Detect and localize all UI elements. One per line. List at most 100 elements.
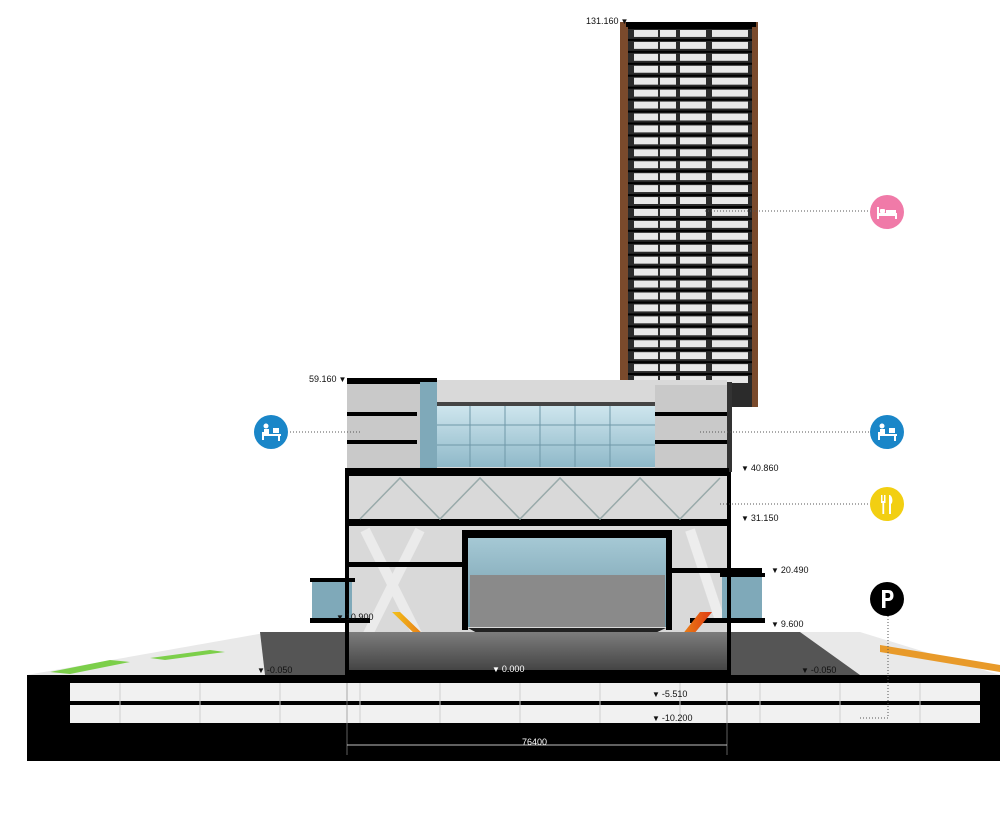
level-label-10: ▼10.900 <box>336 612 374 622</box>
tower-floor-slab <box>628 122 752 125</box>
tower-room <box>680 292 706 300</box>
tower-room <box>660 232 676 240</box>
level-label-9: ▼9.600 <box>771 619 804 629</box>
tower-room <box>634 101 658 109</box>
tower-room <box>680 89 706 97</box>
tower-floor-slab <box>628 182 752 185</box>
tower-room <box>660 113 676 121</box>
tower-room <box>680 125 706 133</box>
tower-room <box>680 268 706 276</box>
tower-floor-slab <box>628 241 752 244</box>
tower-room <box>660 268 676 276</box>
tower-floor-slab <box>628 38 752 41</box>
tower-room <box>712 209 748 216</box>
tower-room <box>660 41 676 49</box>
ground-plaza <box>27 632 1000 675</box>
tower-room <box>660 137 676 145</box>
tower-room <box>712 101 748 109</box>
tower-room <box>680 41 706 49</box>
tower-room <box>712 113 748 121</box>
tower-room <box>680 340 706 348</box>
tower-room <box>634 137 658 145</box>
tower-floor-slab <box>628 217 752 220</box>
tower-room <box>660 304 676 312</box>
tower-room <box>634 256 658 264</box>
tower-room <box>660 292 676 300</box>
tower-room <box>712 232 748 240</box>
tower-room <box>712 292 748 300</box>
podium <box>310 378 765 678</box>
tower-room <box>680 244 706 252</box>
basement <box>27 675 1000 761</box>
tower-room <box>712 256 748 264</box>
tower-room <box>680 304 706 312</box>
tower-room <box>634 197 658 204</box>
tower-room <box>660 316 676 324</box>
tower-room <box>680 280 706 288</box>
tower-room <box>680 137 706 145</box>
tower-room <box>660 340 676 348</box>
tower-room <box>660 173 676 181</box>
tower-room <box>712 161 748 169</box>
tower-room <box>712 364 748 372</box>
tower-room <box>634 30 658 37</box>
tower-room <box>634 53 658 61</box>
tower-room <box>712 41 748 49</box>
tower-room <box>634 89 658 97</box>
tower-room <box>680 161 706 169</box>
tower-room <box>680 113 706 121</box>
tower-room <box>634 185 658 193</box>
tower-room <box>634 292 658 300</box>
tower-room <box>634 280 658 288</box>
tower-room <box>634 376 658 383</box>
tower-room <box>712 65 748 73</box>
tower-room <box>660 125 676 133</box>
tower-floor-slab <box>628 361 752 364</box>
tower-floor-slab <box>628 170 752 173</box>
tower-floor-slab <box>628 313 752 316</box>
level-label-ground-mid: ▼0.000 <box>492 664 525 674</box>
tower-room <box>660 53 676 61</box>
tower-room <box>634 161 658 169</box>
tower-floor-slab <box>628 349 752 352</box>
tower-room <box>634 352 658 360</box>
tower-floor-slab <box>628 325 752 328</box>
tower-room <box>712 77 748 85</box>
tower-room <box>680 232 706 240</box>
tower-room <box>634 65 658 73</box>
tower-room <box>680 30 706 37</box>
tower-room <box>634 173 658 181</box>
tower-room <box>634 304 658 312</box>
tower-room <box>712 197 748 204</box>
tower-room <box>680 209 706 216</box>
tower-room <box>634 209 658 216</box>
tower-room <box>634 244 658 252</box>
tower-room <box>660 244 676 252</box>
tower-room <box>680 77 706 85</box>
tower-room <box>634 113 658 121</box>
tower-floor-slab <box>628 337 752 340</box>
tower-room <box>712 53 748 61</box>
tower-room <box>634 77 658 85</box>
tower-room <box>660 89 676 97</box>
tower-room <box>660 77 676 85</box>
tower-room <box>712 220 748 228</box>
tower-room <box>660 376 676 383</box>
tower-room <box>660 65 676 73</box>
tower-room <box>712 304 748 312</box>
tower-room <box>712 316 748 324</box>
level-label-podium-top: 59.160▼ <box>309 374 347 384</box>
level-label-ground-left: ▼-0.050 <box>257 665 293 675</box>
tower-room <box>712 268 748 276</box>
tower-room <box>712 280 748 288</box>
level-label-basement2: ▼-10.200 <box>652 713 693 723</box>
tower-room <box>634 328 658 336</box>
tower-floor-slab <box>628 301 752 304</box>
tower-floor-slab <box>628 110 752 113</box>
tower-room <box>660 220 676 228</box>
overall-width-dimension: 76400 <box>522 737 548 747</box>
tower-room <box>712 328 748 336</box>
office-desk-icon-right <box>870 415 904 449</box>
tower-room <box>634 41 658 49</box>
